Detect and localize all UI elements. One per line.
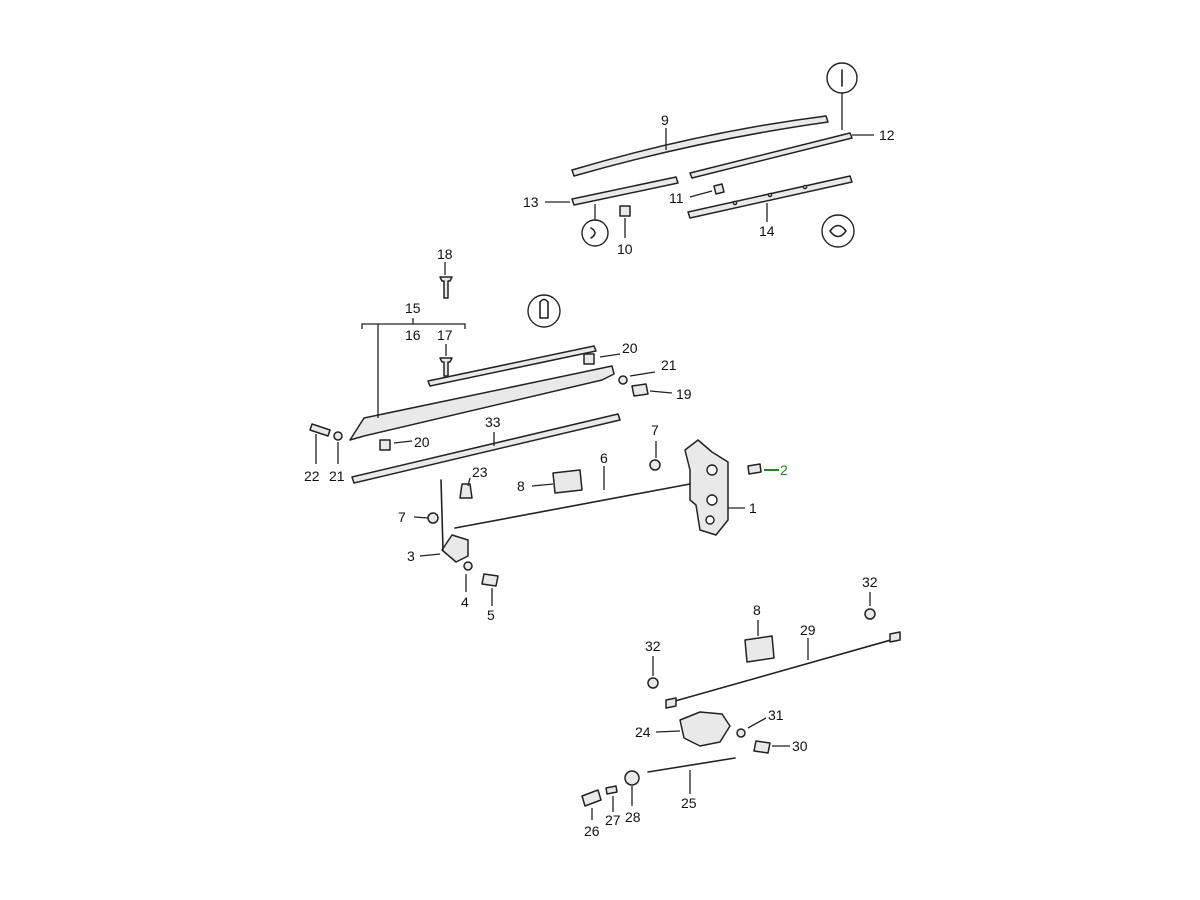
bolt-18[interactable] bbox=[439, 276, 453, 299]
sleeve-26[interactable] bbox=[581, 789, 602, 807]
trim-strip-13[interactable] bbox=[571, 176, 679, 206]
callout-8: 8 bbox=[753, 602, 761, 618]
frame-group bbox=[309, 276, 649, 484]
callout-26: 26 bbox=[584, 823, 600, 839]
callout-27: 27 bbox=[605, 812, 621, 828]
frame-15[interactable] bbox=[349, 365, 615, 441]
rail-16[interactable] bbox=[427, 345, 597, 387]
callout-8: 8 bbox=[517, 478, 525, 494]
grommet-28[interactable] bbox=[624, 770, 640, 786]
clip-7[interactable] bbox=[649, 459, 661, 471]
nut-20[interactable] bbox=[583, 353, 595, 365]
screw-2[interactable] bbox=[747, 463, 762, 475]
callout-9: 9 bbox=[661, 112, 669, 128]
bolt-17[interactable] bbox=[439, 357, 453, 377]
callout-21: 21 bbox=[661, 357, 677, 373]
clip-11[interactable] bbox=[713, 183, 725, 195]
washer-31[interactable] bbox=[736, 728, 746, 738]
callout-11: 11 bbox=[669, 190, 684, 206]
clip-32[interactable] bbox=[864, 608, 876, 620]
callout-13: 13 bbox=[523, 194, 539, 210]
washer-21[interactable] bbox=[333, 431, 343, 441]
washer-21[interactable] bbox=[618, 375, 628, 385]
pin-27[interactable] bbox=[605, 785, 618, 795]
callout-22: 22 bbox=[304, 468, 320, 484]
callout-7: 7 bbox=[651, 422, 659, 438]
callout-12: 12 bbox=[879, 127, 895, 143]
callout-19: 19 bbox=[676, 386, 692, 402]
nut-20[interactable] bbox=[379, 439, 391, 451]
rod-29[interactable] bbox=[667, 637, 899, 704]
clip-32[interactable] bbox=[647, 677, 659, 689]
callout-33: 33 bbox=[485, 414, 501, 430]
washer-4[interactable] bbox=[463, 561, 473, 571]
callout-30: 30 bbox=[792, 738, 808, 754]
callout-6: 6 bbox=[600, 450, 608, 466]
callout-labels: 1 2 3 4 5 6 7 7 8 8 9 10 11 12 13 14 15 … bbox=[304, 112, 895, 839]
callout-10: 10 bbox=[617, 241, 633, 257]
callout-31: 31 bbox=[768, 707, 784, 723]
callout-17: 17 bbox=[437, 327, 453, 343]
rod-6[interactable] bbox=[454, 483, 691, 529]
callout-28: 28 bbox=[625, 809, 641, 825]
clip-7[interactable] bbox=[427, 512, 439, 524]
bellcrank-3[interactable] bbox=[441, 534, 469, 563]
leader-lines bbox=[315, 93, 874, 820]
callout-29: 29 bbox=[800, 622, 816, 638]
latch-24[interactable] bbox=[679, 711, 731, 747]
callout-18: 18 bbox=[437, 246, 453, 262]
upper-trim-group bbox=[571, 62, 858, 248]
trim-strip-9[interactable] bbox=[571, 115, 829, 177]
callout-4: 4 bbox=[461, 594, 469, 610]
callout-20: 20 bbox=[622, 340, 638, 356]
knob-23[interactable] bbox=[459, 483, 473, 499]
rail-33[interactable] bbox=[351, 413, 621, 484]
detail-circle-icon bbox=[821, 214, 855, 248]
callout-25: 25 bbox=[681, 795, 697, 811]
callout-1: 1 bbox=[749, 500, 757, 516]
callout-21: 21 bbox=[329, 468, 345, 484]
callout-14: 14 bbox=[759, 223, 775, 239]
detail-circle-icon bbox=[581, 219, 609, 247]
callout-23: 23 bbox=[472, 464, 488, 480]
bolt-19[interactable] bbox=[631, 383, 649, 397]
callout-7: 7 bbox=[398, 509, 406, 525]
block-8[interactable] bbox=[744, 635, 775, 663]
detail-circle-icon bbox=[826, 62, 858, 94]
callout-32: 32 bbox=[645, 638, 661, 654]
trim-strip-12[interactable] bbox=[689, 132, 853, 179]
callout-32: 32 bbox=[862, 574, 878, 590]
clip-10[interactable] bbox=[619, 205, 631, 217]
callout-2: 2 bbox=[780, 462, 788, 478]
detail-circle-icon bbox=[527, 294, 561, 328]
callout-3: 3 bbox=[407, 548, 415, 564]
callout-16: 16 bbox=[405, 327, 421, 343]
block-8[interactable] bbox=[552, 469, 583, 494]
lower-group bbox=[581, 608, 901, 807]
callout-20: 20 bbox=[414, 434, 430, 450]
bolt-5[interactable] bbox=[481, 573, 499, 587]
lock-group bbox=[427, 439, 762, 587]
callout-24: 24 bbox=[635, 724, 651, 740]
screw-22[interactable] bbox=[309, 423, 331, 437]
bolt-30[interactable] bbox=[753, 740, 771, 754]
callout-15: 15 bbox=[405, 300, 421, 316]
callout-5: 5 bbox=[487, 607, 495, 623]
cable-25[interactable] bbox=[647, 757, 736, 773]
lock-1[interactable] bbox=[684, 439, 729, 536]
